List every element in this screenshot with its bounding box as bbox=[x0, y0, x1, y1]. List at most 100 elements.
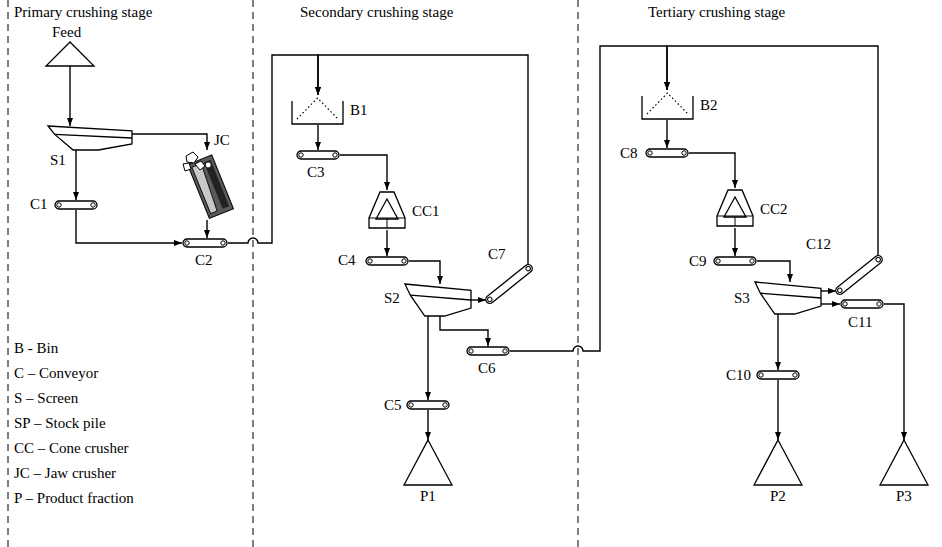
flow-line bbox=[76, 210, 182, 243]
equipment-label: CC2 bbox=[760, 201, 788, 218]
product-pile-symbol bbox=[404, 440, 452, 485]
screen: S2 bbox=[405, 284, 471, 316]
inclined-conveyor: C7 bbox=[486, 264, 532, 304]
stage-heading: Tertiary crushing stage bbox=[648, 4, 785, 21]
equipment-label: B1 bbox=[350, 102, 368, 119]
inclined-conveyor-symbol bbox=[836, 255, 882, 295]
equipment-label: C2 bbox=[195, 252, 213, 269]
legend-entry: CC – Cone crusher bbox=[14, 440, 129, 457]
flow-line bbox=[884, 304, 904, 440]
screen: S3 bbox=[755, 282, 821, 314]
conveyor-symbol bbox=[182, 238, 228, 248]
equipment-label: S3 bbox=[734, 290, 750, 307]
equipment-label: C1 bbox=[30, 196, 48, 213]
flow-line bbox=[427, 410, 428, 440]
equipment-label: P1 bbox=[420, 488, 436, 505]
legend-entry: S – Screen bbox=[14, 390, 78, 407]
feed-triangle-symbol bbox=[46, 42, 94, 66]
equipment-label: JC bbox=[214, 132, 230, 149]
flow-line bbox=[777, 314, 778, 370]
product-pile: P2 bbox=[754, 440, 802, 485]
flow-line bbox=[821, 290, 836, 291]
bin-symbol bbox=[290, 95, 345, 125]
equipment-label: C3 bbox=[307, 164, 325, 181]
conveyor: C11 bbox=[840, 299, 884, 309]
flow-line bbox=[318, 55, 528, 264]
cone-crusher: CC1 bbox=[365, 190, 409, 230]
equipment-label: C11 bbox=[848, 314, 872, 331]
flow-line bbox=[228, 55, 318, 243]
equipment-label: C4 bbox=[338, 252, 356, 269]
product-pile-symbol bbox=[754, 440, 802, 485]
conveyor-symbol bbox=[713, 256, 757, 266]
product-pile: P1 bbox=[404, 440, 452, 485]
flow-line bbox=[206, 220, 207, 238]
equipment-label: C5 bbox=[384, 397, 402, 414]
equipment-label: C8 bbox=[620, 145, 638, 162]
bin-symbol bbox=[640, 90, 695, 120]
flow-line bbox=[427, 316, 428, 400]
equipment-label: P3 bbox=[896, 488, 912, 505]
jaw-crusher: JC bbox=[180, 150, 236, 220]
flow-line bbox=[510, 46, 667, 351]
equipment-label: B2 bbox=[700, 97, 718, 114]
flow-line bbox=[132, 134, 207, 150]
conveyor-symbol bbox=[466, 346, 510, 356]
screen-symbol bbox=[755, 282, 821, 314]
product-pile-symbol bbox=[880, 440, 928, 485]
cone-crusher: CC2 bbox=[713, 188, 757, 228]
flow-line bbox=[734, 228, 735, 256]
bin: B2 bbox=[640, 90, 695, 120]
inclined-conveyor-symbol bbox=[486, 264, 532, 304]
screen-symbol bbox=[405, 284, 471, 316]
bin: B1 bbox=[290, 95, 345, 125]
equipment-label: S2 bbox=[384, 290, 400, 307]
legend-entry: P – Product fraction bbox=[14, 490, 134, 507]
equipment-label: Feed bbox=[52, 24, 81, 41]
inclined-conveyor: C12 bbox=[836, 255, 882, 295]
conveyor-symbol bbox=[840, 299, 884, 309]
flow-line bbox=[667, 46, 878, 255]
conveyor-symbol bbox=[756, 370, 800, 380]
stage-divider bbox=[253, 0, 254, 547]
product-pile: P3 bbox=[880, 440, 928, 485]
stage-heading: Primary crushing stage bbox=[14, 4, 152, 21]
conveyor: C10 bbox=[756, 370, 800, 380]
legend-entry: C – Conveyor bbox=[14, 365, 98, 382]
flow-line bbox=[409, 261, 440, 284]
conveyor: C3 bbox=[296, 150, 340, 160]
conveyor: C9 bbox=[713, 256, 757, 266]
equipment-label: CC1 bbox=[412, 203, 440, 220]
flow-line bbox=[340, 155, 387, 190]
conveyor-symbol bbox=[54, 200, 98, 210]
conveyor-symbol bbox=[406, 400, 450, 410]
flow-line bbox=[440, 316, 488, 346]
legend-entry: B - Bin bbox=[14, 340, 58, 357]
screen: S1 bbox=[48, 126, 132, 150]
flow-line bbox=[317, 125, 318, 150]
feed-triangle: Feed bbox=[46, 42, 94, 66]
flow-line bbox=[666, 120, 667, 148]
flow-line bbox=[689, 153, 735, 188]
conveyor: C5 bbox=[406, 400, 450, 410]
stage-heading: Secondary crushing stage bbox=[300, 4, 453, 21]
conveyor-symbol bbox=[365, 256, 409, 266]
flow-line bbox=[757, 261, 790, 282]
flow-line bbox=[471, 299, 486, 300]
conveyor: C1 bbox=[54, 200, 98, 210]
stage-divider bbox=[578, 0, 579, 547]
jaw-crusher-symbol bbox=[180, 150, 236, 220]
cone-crusher-symbol bbox=[365, 190, 409, 230]
equipment-label: C10 bbox=[726, 367, 751, 384]
conveyor-symbol bbox=[645, 148, 689, 158]
conveyor: C2 bbox=[182, 238, 228, 248]
flow-line bbox=[821, 303, 840, 304]
equipment-label: S1 bbox=[50, 152, 66, 169]
legend-entry: JC – Jaw crusher bbox=[14, 465, 116, 482]
equipment-label: C12 bbox=[806, 236, 831, 253]
cone-crusher-symbol bbox=[713, 188, 757, 228]
legend-entry: SP – Stock pile bbox=[14, 415, 106, 432]
